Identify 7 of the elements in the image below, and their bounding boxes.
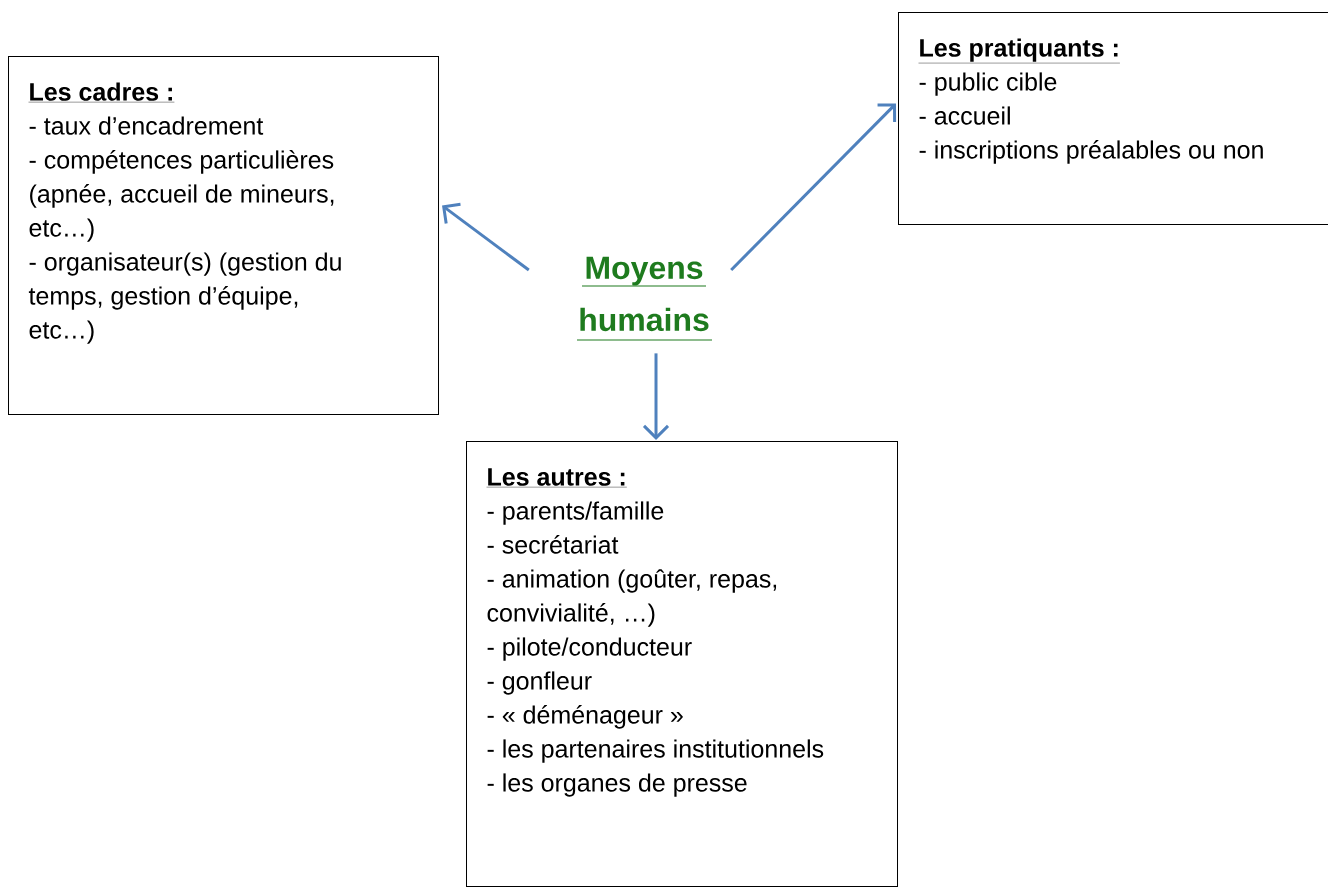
title-text: Moyens humains (576, 256, 713, 341)
arrow (442, 202, 530, 272)
text-box: Les cadres : - taux d’encadrement - compétences particulières (apnée, accueil de mineurs, etc…) - organisateur(s) (gestion du temps, gestion d’équipe, etc…) (8, 56, 439, 415)
text-box: Les pratiquants : - public cible - accueil - inscriptions préalables ou non (898, 12, 1328, 225)
arrow (730, 103, 897, 272)
arrow (642, 353, 670, 440)
text-box: Les autres : - parents/famille - secrétariat - animation (goûter, repas, convivialité, …) - pilote/conducteur - gonfleur - « déménageur » - les partenaires institutionnels - les organes de presse (466, 441, 898, 887)
